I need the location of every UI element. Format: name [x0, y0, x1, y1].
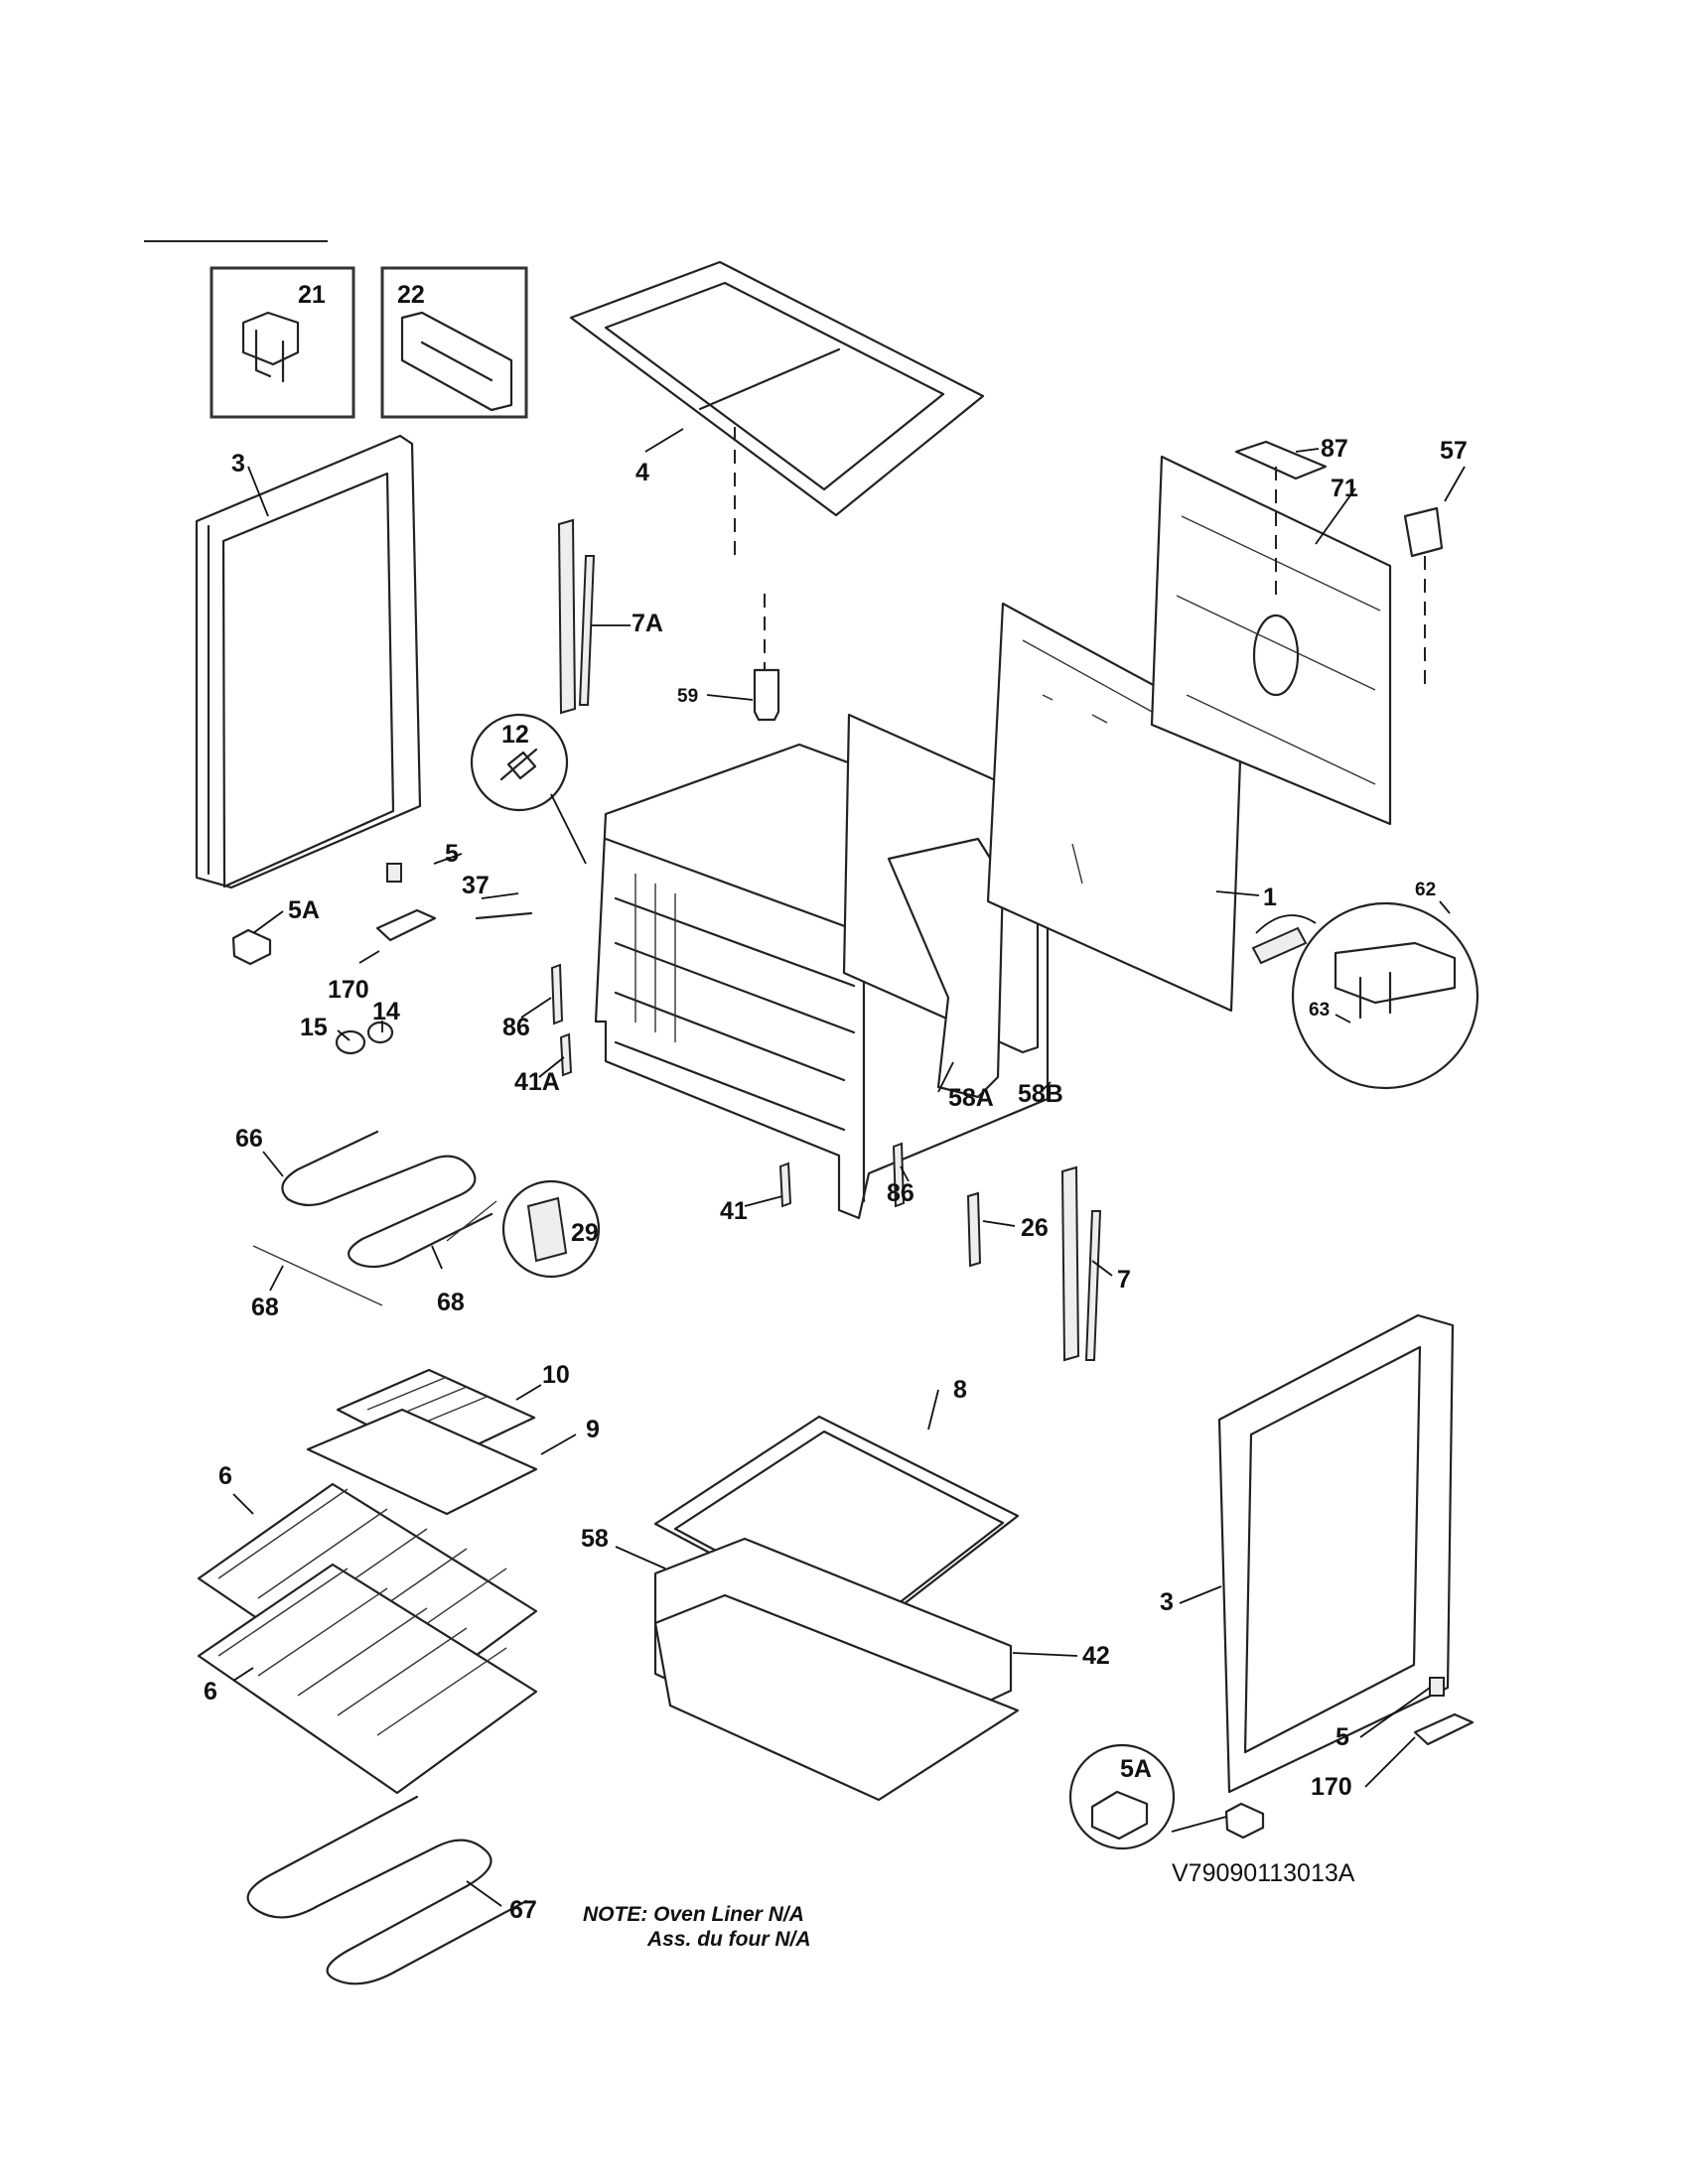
callout-68-right: 68 [437, 1289, 465, 1316]
callout-41A: 41A [514, 1068, 560, 1096]
broiler-pan [306, 1408, 538, 1516]
broil-element-67 [246, 1795, 528, 1985]
bracket-86-right [892, 1142, 906, 1208]
leader-lines [232, 428, 1466, 1907]
callout-21: 21 [298, 281, 326, 309]
oven-rack-lower [197, 1563, 538, 1795]
hinge-5A-right [1224, 1802, 1265, 1840]
inset-box-22 [380, 266, 528, 419]
oven-door-right [1217, 1313, 1455, 1794]
callout-14: 14 [372, 998, 400, 1025]
callout-22: 22 [397, 281, 425, 309]
note-line-2: Ass. du four N/A [646, 1928, 811, 1951]
callout-57: 57 [1440, 437, 1468, 465]
panel-68-right [446, 1200, 497, 1242]
hinge-170-right [1413, 1712, 1475, 1746]
callout-6-lower: 6 [204, 1678, 217, 1706]
bracket-26 [966, 1191, 982, 1268]
callout-58B: 58B [1018, 1080, 1063, 1108]
note-line-1: NOTE: Oven Liner N/A [583, 1903, 804, 1926]
bracket-41A [559, 1032, 573, 1077]
callout-7A: 7A [632, 610, 663, 637]
callout-5A-right: 5A [1120, 1755, 1152, 1783]
callout-170-left: 170 [328, 976, 369, 1004]
hinge-receiver-5 [386, 863, 402, 883]
lamp-15 [335, 1029, 366, 1055]
inset-box-21 [210, 266, 355, 419]
oven-door-left [195, 434, 422, 889]
callout-170-right: 170 [1311, 1773, 1352, 1801]
inset-circle-12 [470, 713, 587, 865]
bake-element-66 [281, 1130, 493, 1269]
insulation-wrap [887, 837, 1005, 1099]
callout-68-left: 68 [251, 1294, 279, 1321]
callout-7: 7 [1117, 1266, 1131, 1294]
callout-9: 9 [586, 1416, 600, 1443]
inset-circle-62 [1251, 901, 1479, 1090]
callout-8: 8 [953, 1376, 967, 1404]
callout-12: 12 [501, 721, 529, 749]
bracket-41 [778, 1161, 792, 1208]
callout-42: 42 [1082, 1642, 1110, 1670]
inset-circle-29 [501, 1179, 601, 1279]
bracket-86-left [550, 963, 564, 1025]
callout-86-right: 86 [887, 1179, 914, 1207]
drawer-glide-42 [653, 1593, 1020, 1802]
hinge-5A [231, 928, 272, 966]
callout-10: 10 [542, 1361, 570, 1389]
callout-41: 41 [720, 1197, 748, 1225]
top-panel [569, 260, 985, 517]
drawing-number: V79090113013A [1172, 1859, 1355, 1887]
callout-4: 4 [635, 459, 649, 486]
callout-67: 67 [509, 1896, 537, 1924]
rack-support-left [557, 518, 596, 715]
hinge-receiver-5-right [1429, 1677, 1445, 1697]
callout-5-left: 5 [445, 840, 459, 868]
gasket-87 [1234, 440, 1328, 480]
back-panel [1150, 455, 1392, 826]
callout-59: 59 [677, 686, 698, 707]
callout-3-left: 3 [231, 450, 245, 478]
callout-15: 15 [300, 1014, 328, 1041]
callout-26: 26 [1021, 1214, 1049, 1242]
callout-5A-left: 5A [288, 896, 320, 924]
callout-29: 29 [571, 1219, 599, 1247]
callout-5-right: 5 [1336, 1723, 1349, 1751]
callout-6-upper: 6 [218, 1462, 232, 1490]
rack-support-right [1060, 1165, 1102, 1362]
callout-1: 1 [1263, 884, 1277, 911]
callout-87: 87 [1321, 435, 1348, 463]
hinge-170 [375, 908, 437, 942]
socket-14 [366, 1021, 394, 1044]
callout-63: 63 [1309, 1000, 1330, 1021]
callout-58A: 58A [948, 1084, 994, 1112]
callout-62: 62 [1415, 880, 1436, 900]
callout-66: 66 [235, 1125, 263, 1153]
panel-68-left [252, 1245, 383, 1306]
callout-58: 58 [581, 1525, 609, 1553]
callout-86-left: 86 [502, 1014, 530, 1041]
cover-57 [1403, 506, 1444, 558]
callout-71: 71 [1331, 475, 1358, 502]
callout-37: 37 [462, 872, 490, 899]
leveling-leg [753, 668, 780, 722]
inset-circle-5A [1068, 1743, 1176, 1850]
callout-3-right: 3 [1160, 1588, 1174, 1616]
sensor-37 [475, 911, 533, 920]
